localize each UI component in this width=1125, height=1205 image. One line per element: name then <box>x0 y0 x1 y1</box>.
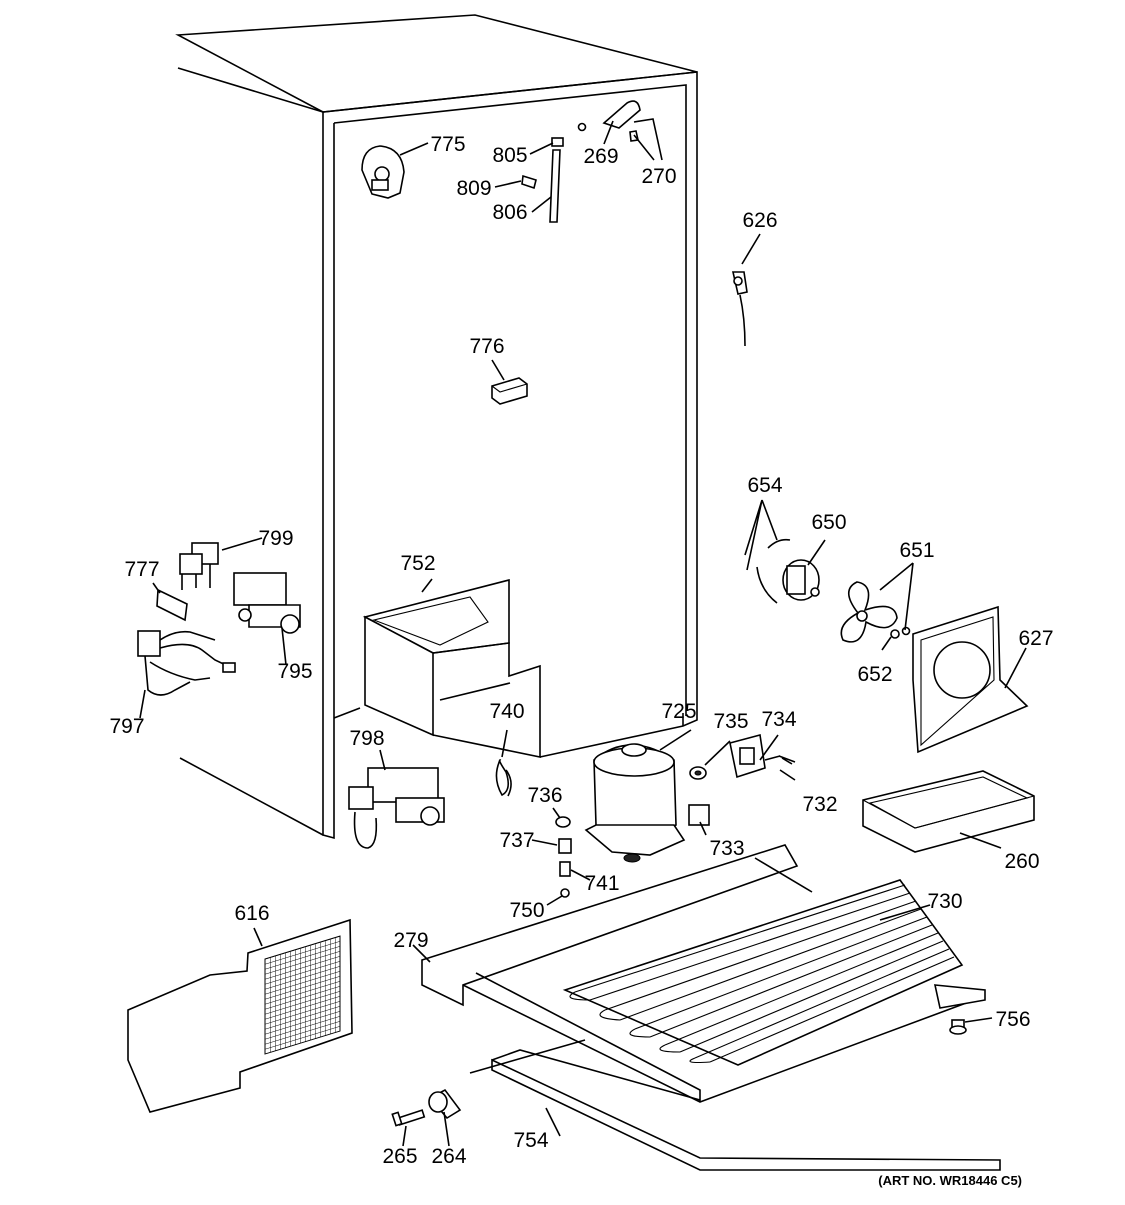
cabinet-back-panel <box>322 71 698 758</box>
callout-label-776: 776 <box>469 335 504 358</box>
part-736-737-741-750-hardware-icon <box>555 816 572 898</box>
part-799-valve-icon <box>179 542 219 590</box>
part-279-base-frame <box>421 844 986 1103</box>
callout-label-733: 733 <box>709 837 744 860</box>
callout-label-732: 732 <box>802 793 837 816</box>
part-654-clips-icon <box>756 538 791 604</box>
callout-label-735: 735 <box>713 710 748 733</box>
part-616-grille <box>127 918 353 1113</box>
cabinet-body <box>175 14 698 840</box>
part-775-icon <box>361 145 405 199</box>
callout-label-809: 809 <box>456 177 491 200</box>
callout-label-750: 750 <box>509 899 544 922</box>
callout-label-734: 734 <box>761 708 796 731</box>
callout-label-616: 616 <box>234 902 269 925</box>
part-650-motor-icon <box>782 559 820 601</box>
part-725-compressor <box>584 743 686 863</box>
part-260-drain-pan <box>862 770 1035 853</box>
callout-label-725: 725 <box>661 700 696 723</box>
part-651-fan-blade-icon <box>840 581 911 643</box>
callout-label-260: 260 <box>1004 850 1039 873</box>
part-740-spring-icon <box>495 759 512 797</box>
part-626-cord-icon <box>731 271 748 347</box>
callout-label-737: 737 <box>499 829 534 852</box>
callout-label-741: 741 <box>584 872 619 895</box>
callout-label-798: 798 <box>349 727 384 750</box>
callout-label-651: 651 <box>899 539 934 562</box>
part-752-duct <box>362 578 541 758</box>
callout-label-799: 799 <box>258 527 293 550</box>
callout-label-270: 270 <box>641 165 676 188</box>
callout-label-650: 650 <box>811 511 846 534</box>
part-735-grommet-icon <box>689 766 707 780</box>
part-806-tube-icon <box>521 122 587 223</box>
callout-label-736: 736 <box>527 784 562 807</box>
callout-label-730: 730 <box>927 890 962 913</box>
callout-label-795: 795 <box>277 660 312 683</box>
part-730-condenser-coil <box>562 879 986 1066</box>
callout-label-797: 797 <box>109 715 144 738</box>
callout-label-775: 775 <box>430 133 465 156</box>
callout-label-279: 279 <box>393 929 428 952</box>
callout-label-740: 740 <box>489 700 524 723</box>
callout-label-626: 626 <box>742 209 777 232</box>
part-754-shield <box>491 1049 1001 1171</box>
part-264-spacer-icon <box>428 1088 462 1120</box>
callout-label-777: 777 <box>124 558 159 581</box>
callout-label-805: 805 <box>492 144 527 167</box>
part-776-icon <box>491 377 528 405</box>
part-734-relay-icon <box>729 733 796 779</box>
part-627-shroud-icon <box>912 605 1029 754</box>
callout-label-264: 264 <box>431 1145 466 1168</box>
callout-label-269: 269 <box>583 145 618 168</box>
callout-label-752: 752 <box>400 552 435 575</box>
part-797-harness-icon <box>137 630 236 696</box>
callout-label-756: 756 <box>995 1008 1030 1031</box>
callout-label-654: 654 <box>747 474 782 497</box>
callout-label-652: 652 <box>857 663 892 686</box>
callout-label-265: 265 <box>382 1145 417 1168</box>
callout-label-806: 806 <box>492 201 527 224</box>
callout-label-627: 627 <box>1018 627 1053 650</box>
part-733-overload-icon <box>688 804 710 826</box>
part-798-valve-icon <box>348 767 445 849</box>
callout-label-754: 754 <box>513 1129 548 1152</box>
part-795-valve-icon <box>233 572 301 634</box>
art-number: (ART NO. WR18446 C5) <box>878 1173 1022 1188</box>
leader-lines <box>139 118 1027 1147</box>
cabinet-top <box>175 14 698 113</box>
part-265-screw-icon <box>391 1109 426 1127</box>
part-756-foot-icon <box>949 1019 967 1035</box>
part-777-bracket-icon <box>156 588 188 622</box>
